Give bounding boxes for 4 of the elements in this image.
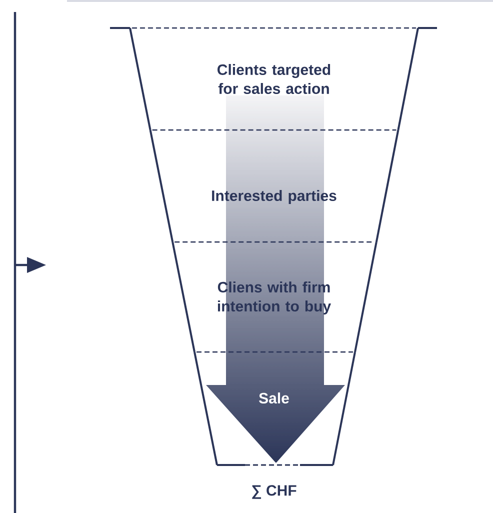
funnel-band: Clients targeted for sales action	[110, 27, 437, 130]
funnel-band: Sale	[194, 351, 356, 466]
sum-label: ∑ CHF	[252, 485, 296, 499]
funnel-band: Interested parties	[149, 129, 400, 242]
